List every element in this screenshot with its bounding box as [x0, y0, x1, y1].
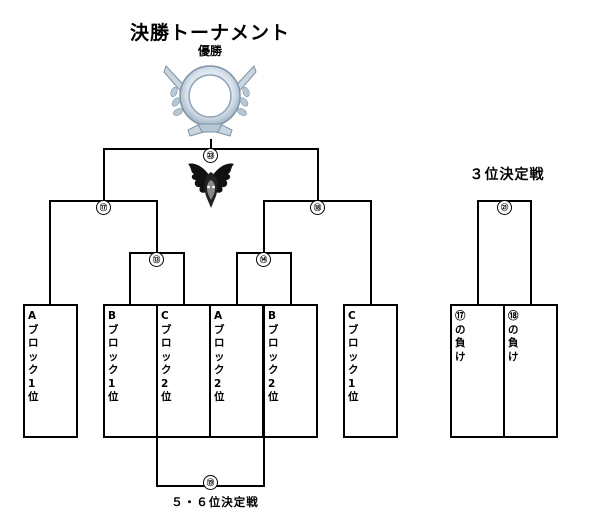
team-label: Bブロック2位	[268, 310, 279, 403]
fifth-place-title: ５・６位決定戦	[171, 495, 259, 509]
match-19-number: ⑲	[203, 475, 218, 490]
third-place-box-17-loser: ⑰の負け	[450, 304, 505, 438]
match-13-number: ⑬	[149, 252, 164, 267]
champion-label: 優勝	[197, 44, 222, 58]
team-label: Cブロック1位	[348, 310, 359, 403]
team-box-c1: Cブロック1位	[343, 304, 398, 438]
third-place-box-18-loser: ⑱の負け	[503, 304, 558, 438]
team-label: Aブロック1位	[28, 310, 39, 403]
team-label: Bブロック1位	[108, 310, 119, 403]
third-place-title: ３位決定戦	[469, 167, 545, 183]
match-14-number: ⑭	[256, 252, 271, 267]
team-label: Cブロック2位	[161, 310, 172, 403]
trophy-emblem-icon	[163, 65, 257, 137]
team-box-b1: Bブロック1位	[103, 304, 158, 438]
team-box-a1: Aブロック1位	[23, 304, 78, 438]
team-label: Aブロック2位	[214, 310, 225, 403]
match-18-number: ⑱	[310, 200, 325, 215]
team-box-c2: Cブロック2位	[156, 304, 211, 438]
team-box-a2: Aブロック2位	[209, 304, 264, 438]
match-23-number: ㉓	[203, 148, 218, 163]
team-box-b2: Bブロック2位	[263, 304, 318, 438]
match-21-number: ㉑	[497, 200, 512, 215]
match-17-number: ⑰	[96, 200, 111, 215]
winged-emblem-icon	[188, 163, 234, 208]
team-label: ⑱の負け	[508, 310, 519, 363]
team-label: ⑰の負け	[455, 310, 466, 363]
tournament-title: 決勝トーナメント	[129, 22, 290, 44]
